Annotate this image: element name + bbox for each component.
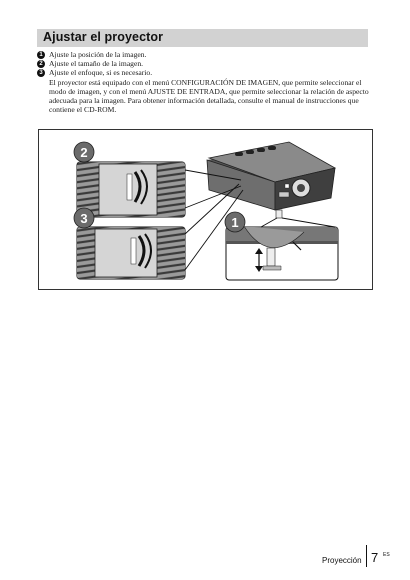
step-2: 2 Ajuste el tamaño de la imagen.	[37, 59, 372, 68]
step-1: 1 Ajuste la posición de la imagen.	[37, 50, 372, 59]
step-number-2: 2	[37, 59, 45, 68]
callout-3-label: 3	[80, 211, 87, 226]
page-number: 7	[371, 550, 379, 565]
step-3: 3 Ajuste el enfoque, si es necesario.	[37, 68, 372, 77]
callout-2-label: 2	[80, 145, 87, 160]
step-number-1: 1	[37, 50, 45, 59]
callout-3	[73, 207, 95, 229]
footer-divider	[366, 545, 367, 567]
step-number-3: 3	[37, 68, 45, 77]
control-buttons	[235, 146, 276, 156]
step-text-1: Ajuste la posición de la imagen.	[49, 50, 147, 59]
instruction-list: 1 Ajuste la posición de la imagen. 2 Aju…	[37, 50, 372, 114]
callout-1	[224, 211, 246, 233]
footer-section-label: Proyección	[322, 556, 362, 565]
projector-adjustment-illustration: 2 3	[38, 129, 373, 290]
foot-detail-panel: 1	[224, 211, 339, 281]
menu-note: El proyector está equipado con el menú C…	[49, 77, 369, 115]
callout-2	[73, 141, 95, 163]
section-header: Ajustar el proyector	[37, 29, 368, 47]
focus-detail-panel: 3	[73, 207, 186, 280]
language-code: ES	[383, 552, 390, 558]
projector-unit	[206, 141, 337, 219]
section-title: Ajustar el proyector	[43, 30, 164, 44]
step-text-2: Ajuste el tamaño de la imagen.	[49, 59, 144, 69]
zoom-detail-panel: 2	[73, 141, 186, 218]
adjustable-foot	[275, 209, 283, 219]
callout-1-label: 1	[231, 215, 238, 230]
step-text-3: Ajuste el enfoque, si es necesario.	[49, 68, 153, 78]
leader-lines	[184, 169, 336, 271]
